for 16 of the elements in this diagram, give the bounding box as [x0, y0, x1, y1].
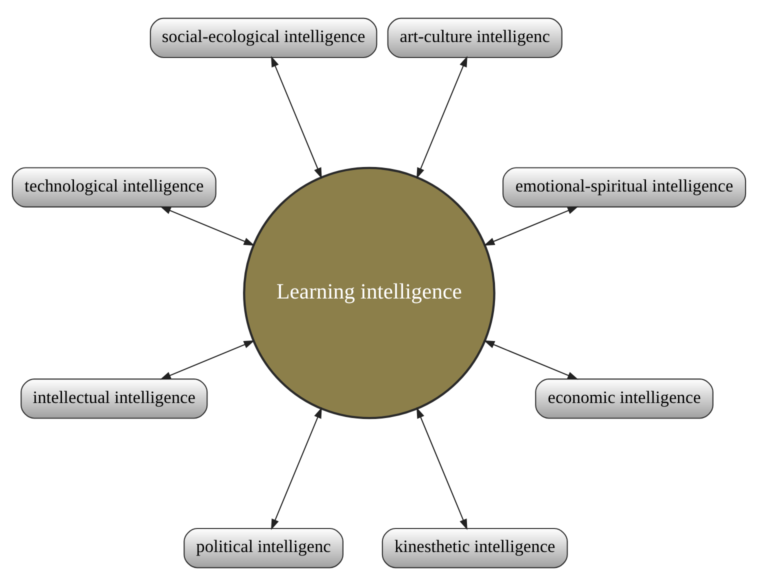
arrow	[160, 340, 255, 380]
arrow	[160, 206, 255, 246]
arrow	[271, 407, 322, 530]
node-box: intellectual intelligence	[20, 378, 208, 419]
arrow	[271, 56, 322, 179]
node-box: art-culture intelligenc	[387, 18, 562, 58]
arrow	[416, 56, 468, 179]
arrow	[416, 407, 468, 530]
node-box: kinesthetic intelligence	[382, 528, 568, 568]
node-box: political intelligenc	[184, 528, 344, 568]
arrow	[484, 340, 578, 380]
node-box: emotional-spiritual intelligence	[502, 167, 746, 208]
node-box: economic intelligence	[535, 378, 714, 419]
node-box: technological intelligence	[12, 167, 216, 208]
arrow	[484, 206, 578, 246]
node-box: social-ecological intelligence	[150, 18, 378, 58]
